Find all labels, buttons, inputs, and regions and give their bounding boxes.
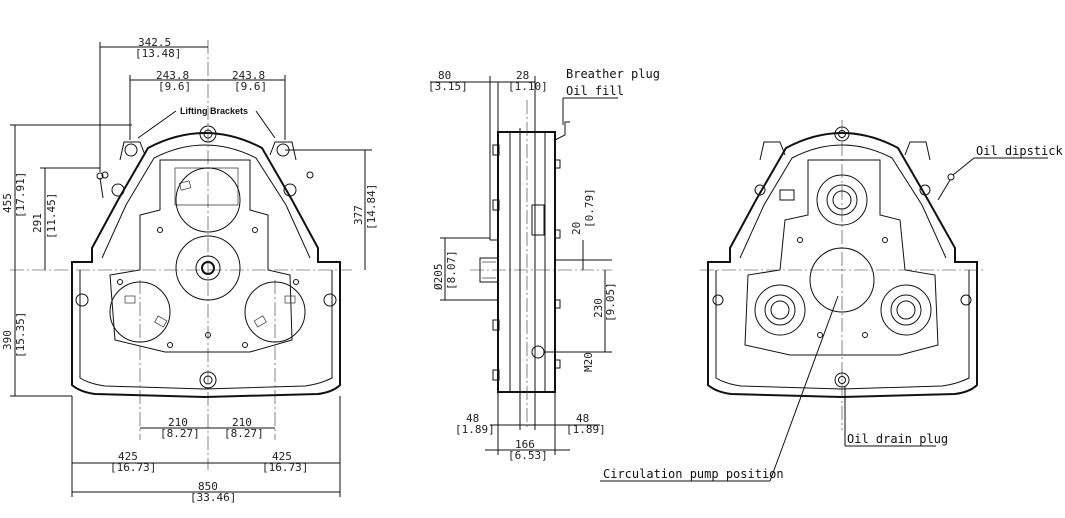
breather-plug (554, 121, 570, 141)
label-oil-fill: Oil fill (566, 84, 624, 98)
side-bolts (492, 144, 561, 381)
bolts-front (75, 125, 337, 389)
dim-16-73-right: [16.73] (262, 461, 308, 474)
side-housing (497, 131, 556, 393)
label-lifting-brackets: Lifting Brackets (180, 106, 248, 116)
dim-m20: M20 (582, 352, 595, 372)
dim-20: 20 (570, 222, 583, 235)
top-window (174, 167, 239, 206)
dim-28: 28 (516, 69, 529, 82)
label-breather-plug: Breather plug (566, 67, 660, 81)
dim-8-27-right: [8.27] (224, 427, 264, 440)
rear-housing-inner (715, 270, 970, 390)
dim-3-15: [3.15] (428, 80, 468, 93)
dim-210-right: 210 (232, 416, 252, 429)
dim-0-79: [0.79] (583, 188, 596, 228)
dim-11-45: [11.45] (45, 193, 58, 239)
side-view: 80 [3.15] 28 [1.10] Breather plug Oil fi… (428, 67, 660, 462)
dim-291: 291 (31, 213, 44, 233)
dim-377: 377 (352, 205, 365, 225)
lifting-hole-left (124, 143, 138, 157)
lifting-bracket-left (119, 141, 146, 161)
rear-right-bore (880, 284, 932, 336)
dim-13-48: [13.48] (135, 47, 181, 60)
housing-inner (79, 270, 333, 390)
label-oil-dipstick: Oil dipstick (976, 144, 1063, 158)
inner-flange (109, 159, 293, 353)
dim-33-46: [33.46] (190, 491, 236, 504)
dim-80: 80 (438, 69, 451, 82)
dim-1-10: [1.10] (508, 80, 548, 93)
label-circulation-pump: Circulation pump position (603, 467, 784, 481)
dim-425-left: 425 (118, 450, 138, 463)
dim-230: 230 (592, 298, 605, 318)
dim-16-73-left: [16.73] (110, 461, 156, 474)
lifting-bracket-right (269, 141, 297, 161)
dim-9-6-right: [9.6] (234, 80, 267, 93)
dim-455: 455 (1, 193, 14, 213)
dim-243-8-right: 243.8 (232, 69, 265, 82)
dim-14-84: [14.84] (365, 184, 378, 230)
dim-48-right: 48 (576, 412, 589, 425)
dim-205: Ø205 (432, 264, 445, 291)
dim-210-left: 210 (168, 416, 188, 429)
rear-housing-inner-arc (739, 144, 947, 259)
dim-6-53: [6.53] (508, 449, 548, 462)
rear-housing-outline (707, 132, 978, 399)
dim-8-27-left: [8.27] (160, 427, 200, 440)
housing-inner-arc (101, 144, 311, 259)
dim-425-right: 425 (272, 450, 292, 463)
dim-390: 390 (1, 330, 14, 350)
dim-17-91: [17.91] (14, 172, 27, 218)
dim-243-8-left: 243.8 (156, 69, 189, 82)
dim-342-5: 342.5 (138, 36, 171, 49)
dim-850: 850 (198, 480, 218, 493)
dim-8-07: [8.07] (445, 250, 458, 290)
dim-166: 166 (515, 438, 535, 451)
rear-left-bore (754, 284, 806, 336)
rear-view: Oil dipstick Oil drain plug Circulation … (600, 120, 1063, 482)
dim-1-89-right: [1.89] (566, 423, 606, 436)
dim-48-left: 48 (466, 412, 479, 425)
dim-1-89-left: [1.89] (455, 423, 495, 436)
dim-15-35: [15.35] (14, 312, 27, 358)
dim-9-6-left: [9.6] (158, 80, 191, 93)
dim-9-05: [9.05] (604, 282, 617, 322)
housing-outline (71, 132, 341, 399)
label-oil-drain-plug: Oil drain plug (847, 432, 948, 446)
rear-inner-flange (744, 159, 939, 356)
front-view: 342.5 [13.48] 243.8 [9.6] 243.8 [9.6] Li… (1, 36, 378, 504)
